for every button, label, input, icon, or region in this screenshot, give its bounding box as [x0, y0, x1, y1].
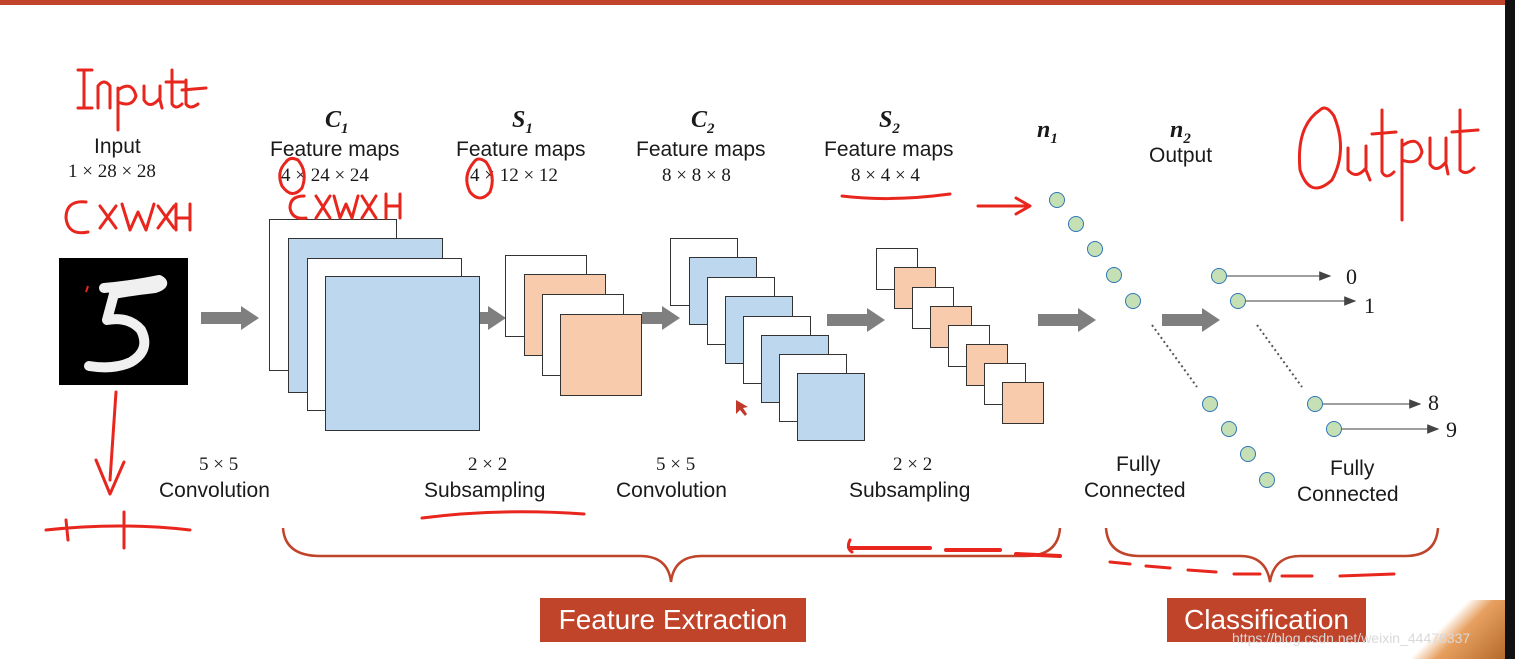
- output-label-1: 1: [1364, 293, 1375, 318]
- input-title: Input: [94, 135, 141, 158]
- watermark-text: https://blog.csdn.net/weixin_44476337: [1232, 630, 1471, 646]
- c2-symbol: C2: [691, 107, 715, 137]
- arrow-n1-to-n2: [1162, 308, 1220, 332]
- handwriting-annotations: [44, 68, 1480, 578]
- output-label-0: 0: [1346, 264, 1357, 289]
- n2-neuron: [1211, 268, 1227, 284]
- arrow-s2-to-n1: [1038, 308, 1096, 332]
- feature-extraction-brace: [281, 527, 1062, 583]
- n2-output-label: Output: [1149, 144, 1213, 167]
- feature-extraction-banner: Feature Extraction: [540, 598, 806, 642]
- n1-ellipsis-dots: [1151, 324, 1198, 388]
- output-label-8: 8: [1428, 390, 1439, 415]
- s2-dims: 8 × 4 × 4: [851, 165, 920, 186]
- output-label-9: 9: [1446, 417, 1457, 442]
- op-conv2-name: Convolution: [616, 479, 727, 502]
- n1-neuron: [1049, 192, 1065, 208]
- s2-label: Feature maps: [824, 138, 954, 161]
- s1-label: Feature maps: [456, 138, 586, 161]
- arrow-c1-to-s1: [480, 306, 506, 330]
- window-edge: [1505, 0, 1515, 659]
- input-dims: 1 × 28 × 28: [68, 161, 156, 182]
- s2-symbol: S2: [879, 107, 900, 137]
- n1-neuron: [1240, 446, 1256, 462]
- n2-neuron: [1326, 421, 1342, 437]
- op-conv2-size: 5 × 5: [656, 454, 696, 475]
- op-conv1-size: 5 × 5: [199, 454, 239, 475]
- c1-map: [325, 276, 480, 431]
- n2-symbol: n2: [1170, 117, 1191, 147]
- n1-symbol: n1: [1037, 117, 1058, 147]
- classification-brace: [1104, 527, 1440, 583]
- arrow-input-to-c1: [201, 306, 259, 330]
- arrow-c2-to-s2: [827, 308, 885, 332]
- c2-map: [797, 373, 865, 441]
- s1-symbol: S1: [512, 107, 533, 137]
- c1-symbol: C1: [325, 107, 349, 137]
- n1-neuron: [1106, 267, 1122, 283]
- op-sub1-size: 2 × 2: [468, 454, 508, 475]
- op-sub1-name: Subsampling: [424, 479, 546, 502]
- s2-map: [1002, 382, 1044, 424]
- op-fc2-name-line2: Connected: [1297, 483, 1399, 506]
- n1-neuron: [1125, 293, 1141, 309]
- n1-neuron: [1202, 396, 1218, 412]
- n2-ellipsis-dots: [1256, 324, 1303, 388]
- digit-five-drawing: [84, 275, 168, 373]
- op-sub2-name: Subsampling: [849, 479, 971, 502]
- arrow-s1-to-c2: [642, 306, 680, 330]
- op-conv1-name: Convolution: [159, 479, 270, 502]
- c2-label: Feature maps: [636, 138, 766, 161]
- op-fc2-name-line1: Fully: [1330, 457, 1375, 480]
- corner-decoration: [1390, 600, 1505, 659]
- n1-neuron: [1221, 421, 1237, 437]
- n1-neuron: [1259, 472, 1275, 488]
- mouse-cursor-icon: [736, 400, 748, 416]
- s1-map: [560, 314, 642, 396]
- n1-neuron: [1068, 216, 1084, 232]
- input-digit-image: [59, 258, 188, 385]
- classification-banner: Classification: [1167, 598, 1366, 642]
- op-fc1-name-line2: Connected: [1084, 479, 1186, 502]
- op-sub2-size: 2 × 2: [893, 454, 933, 475]
- op-fc1-name-line1: Fully: [1116, 453, 1161, 476]
- n2-neuron: [1307, 396, 1323, 412]
- c1-label: Feature maps: [270, 138, 400, 161]
- c2-dims: 8 × 8 × 8: [662, 165, 731, 186]
- top-accent-bar: [0, 0, 1515, 5]
- n1-neuron: [1087, 241, 1103, 257]
- digit-red-mark: [85, 285, 89, 293]
- n2-neuron: [1230, 293, 1246, 309]
